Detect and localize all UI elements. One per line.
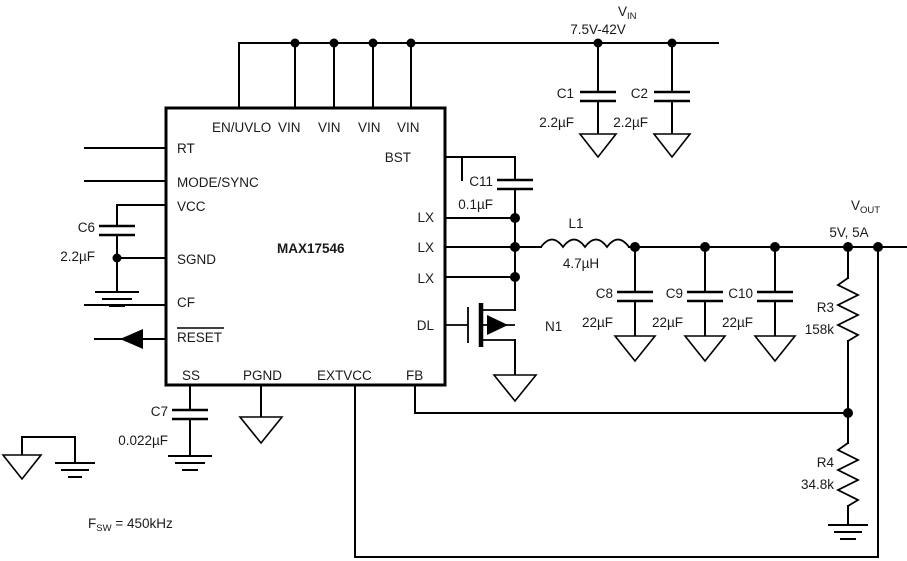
capacitor-c2[interactable] [652,42,692,159]
capacitor-c9[interactable] [683,246,727,363]
pin-label-pgnd: PGND [243,368,282,383]
pin-label-reset: RESET [177,330,222,345]
vin-rail-value: 7.5V-42V [570,22,626,37]
lx-bus [444,213,520,301]
capacitor-c2-value: 2.2µF [613,115,648,130]
resistor-r4[interactable] [828,412,868,540]
pin-label-extvcc: EXTVCC [317,368,372,383]
junction-dot [329,38,339,48]
pin-label-bst: BST [385,150,411,165]
pin-label-fb: FB [406,368,423,383]
capacitor-c7-value: 0.022µF [118,433,168,448]
junction-dot [368,38,378,48]
ground-symbol [492,374,538,403]
junction-dot [112,253,122,263]
resistor-r3-value: 158k [805,322,835,337]
junction-dot [510,213,520,223]
pin-label-vin-4: VIN [397,120,420,135]
earth-ground-symbol [828,524,868,540]
capacitor-c10-value: 22µF [722,315,753,330]
ground-symbol [1,454,43,481]
pin-label-mode-sync: MODE/SYNC [177,175,259,190]
ground-symbol [238,416,284,445]
pin-label-vin-2: VIN [318,120,341,135]
resistor-r4-ref: R4 [817,455,835,470]
pin-label-vin-1: VIN [278,120,301,135]
pin-label-lx-2: LX [417,240,434,255]
capacitor-c10[interactable] [753,246,797,363]
switching-frequency-note: FSW = 450kHz [88,516,173,534]
pin-label-rt: RT [177,141,195,156]
mosfet-n1[interactable] [445,299,538,403]
capacitor-c11-ref: C11 [469,174,493,189]
capacitor-c1[interactable] [578,42,618,159]
pin-label-sgnd: SGND [177,252,216,267]
capacitor-c2-ref: C2 [631,86,648,101]
ground-symbol [652,133,692,159]
capacitor-c7[interactable] [168,384,212,471]
junction-dot [406,38,416,48]
capacitor-c9-value: 22µF [652,315,683,330]
pin-label-en-uvlo: EN/UVLO [212,120,271,135]
inductor-l1[interactable] [514,238,636,249]
capacitor-c10-ref: C10 [728,286,753,301]
vout-rail-value: 5V, 5A [829,225,868,240]
pin-label-lx-1: LX [417,210,434,225]
extvcc-net [354,246,879,558]
capacitor-c6-ref: C6 [78,220,95,235]
capacitor-c8-value: 22µF [582,315,613,330]
capacitor-c8-ref: C8 [596,286,613,301]
vout-rail-net [628,242,907,252]
vout-rail-label: VOUT [851,198,880,216]
capacitor-c7-ref: C7 [151,404,168,419]
capacitor-c1-value: 2.2µF [539,115,574,130]
vin-rail-net [238,38,719,109]
reset-output-arrow [94,329,167,349]
capacitor-c6-value: 2.2µF [60,249,95,264]
lx-switch-node-net [444,156,516,181]
pin-label-cf: CF [177,295,195,310]
capacitor-c11-value: 0.1µF [458,197,493,212]
mosfet-body-arrow-icon [487,315,508,335]
vin-rail-label: VIN [618,4,637,22]
earth-ground-symbol [95,291,139,307]
ground-legend [1,436,95,481]
pin-label-lx-3: LX [417,271,434,286]
junction-dot [843,408,853,418]
junction-dot [510,272,520,282]
capacitor-c6[interactable] [95,204,167,307]
ic-part-number: MAX17546 [277,241,345,256]
inductor-l1-ref: L1 [568,216,583,231]
pin-label-vcc: VCC [177,199,206,214]
capacitor-c1-ref: C1 [557,86,574,101]
feedback-net-fb [414,384,853,418]
resistor-r3[interactable] [835,246,861,414]
capacitor-c11[interactable] [497,178,533,219]
pin-label-dl: DL [417,318,435,333]
ground-symbol [753,335,797,363]
junction-dot [290,38,300,48]
capacitor-c8[interactable] [613,246,657,363]
inductor-l1-value: 4.7µH [563,256,599,271]
capacitor-c9-ref: C9 [666,286,683,301]
ground-symbol [578,133,618,159]
earth-ground-symbol [55,462,95,478]
mosfet-n1-ref: N1 [545,319,562,334]
earth-ground-symbol [168,455,212,471]
resistor-r3-ref: R3 [817,300,834,315]
resistor-r4-value: 34.8k [801,477,834,492]
pin-label-vin-3: VIN [358,120,381,135]
pgnd-ground-net [238,384,284,445]
pin-label-ss: SS [182,368,200,383]
arrow-head-icon [120,329,143,349]
ground-symbol [613,335,657,363]
ground-symbol [683,335,727,363]
